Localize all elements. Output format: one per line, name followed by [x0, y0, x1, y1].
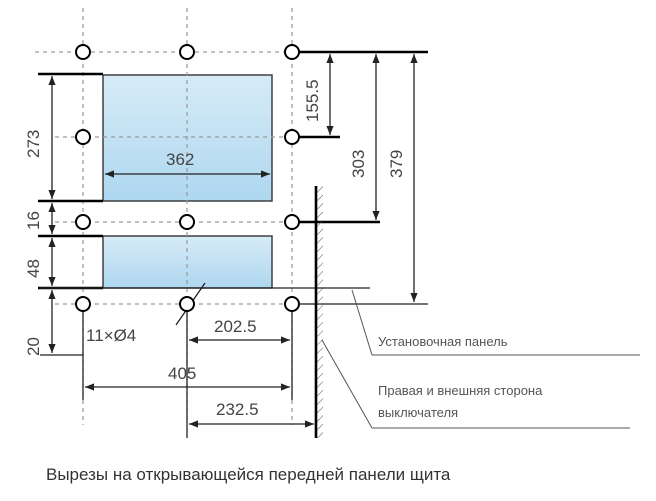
- hole: [179, 44, 195, 60]
- dim-16: 16: [24, 211, 43, 230]
- vertical-dimensions: [48, 54, 418, 353]
- hole: [179, 214, 195, 230]
- dim-303: 303: [349, 150, 368, 178]
- dim-405: 405: [168, 364, 196, 383]
- mounting-holes: [75, 44, 300, 312]
- label-side-line2: выключателя: [378, 405, 458, 420]
- hole: [75, 44, 91, 60]
- horizontal-dimensions: [82, 170, 314, 438]
- dim-379: 379: [387, 150, 406, 178]
- lower-cutout: [102, 235, 273, 289]
- hole: [75, 214, 91, 230]
- dim-20: 20: [24, 337, 43, 356]
- hole: [75, 129, 91, 145]
- dim-155-5: 155.5: [303, 79, 322, 122]
- hole: [284, 296, 300, 312]
- panel-wall: [314, 186, 323, 438]
- hole: [284, 214, 300, 230]
- hole: [284, 44, 300, 60]
- leader-lines: [321, 289, 640, 429]
- hole: [284, 129, 300, 145]
- hole: [179, 296, 195, 312]
- dim-232-5: 232.5: [216, 400, 259, 419]
- dim-362: 362: [166, 150, 194, 169]
- dim-48: 48: [24, 259, 43, 278]
- hole: [75, 296, 91, 312]
- dim-holes: 11×Ø4: [86, 326, 136, 345]
- label-mounting-panel: Установочная панель: [378, 334, 508, 349]
- caption: Вырезы на открывающейся передней панели …: [46, 465, 451, 484]
- dim-273: 273: [24, 130, 43, 158]
- label-side-line1: Правая и внешняя сторона: [378, 383, 543, 398]
- dim-202-5: 202.5: [214, 317, 257, 336]
